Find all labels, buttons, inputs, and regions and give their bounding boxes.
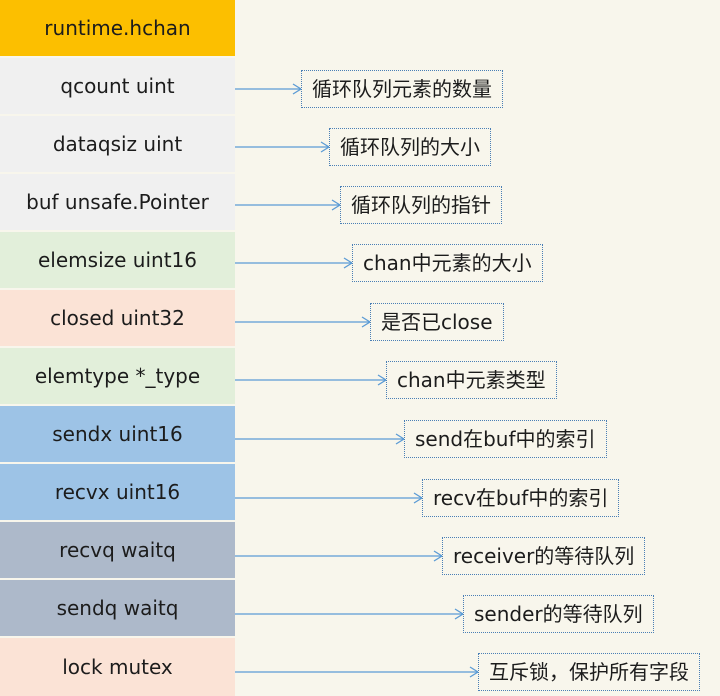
desc-recvx: recv在buf中的索引 — [422, 479, 620, 517]
desc-sendx: send在buf中的索引 — [404, 420, 607, 458]
struct-header: runtime.hchan — [0, 0, 235, 56]
desc-closed: 是否已close — [370, 303, 504, 341]
desc-dataqsiz: 循环队列的大小 — [329, 128, 491, 166]
desc-elemsize: chan中元素的大小 — [352, 244, 543, 282]
field-recvx: recvx uint16 — [0, 464, 235, 520]
struct-fields-column: runtime.hchan qcount uint dataqsiz uint … — [0, 0, 235, 696]
field-elemtype: elemtype *_type — [0, 348, 235, 404]
desc-buf: 循环队列的指针 — [340, 186, 502, 224]
field-recvq: recvq waitq — [0, 522, 235, 578]
desc-recvq: receiver的等待队列 — [442, 537, 646, 575]
field-buf: buf unsafe.Pointer — [0, 174, 235, 230]
field-sendx: sendx uint16 — [0, 406, 235, 462]
desc-qcount: 循环队列元素的数量 — [301, 70, 503, 108]
desc-sendq: sender的等待队列 — [463, 595, 654, 633]
desc-lock: 互斥锁，保护所有字段 — [478, 653, 700, 691]
field-lock: lock mutex — [0, 638, 235, 696]
desc-elemtype: chan中元素类型 — [386, 361, 557, 399]
field-sendq: sendq waitq — [0, 580, 235, 636]
field-dataqsiz: dataqsiz uint — [0, 116, 235, 172]
field-qcount: qcount uint — [0, 58, 235, 114]
field-elemsize: elemsize uint16 — [0, 232, 235, 288]
field-closed: closed uint32 — [0, 290, 235, 346]
